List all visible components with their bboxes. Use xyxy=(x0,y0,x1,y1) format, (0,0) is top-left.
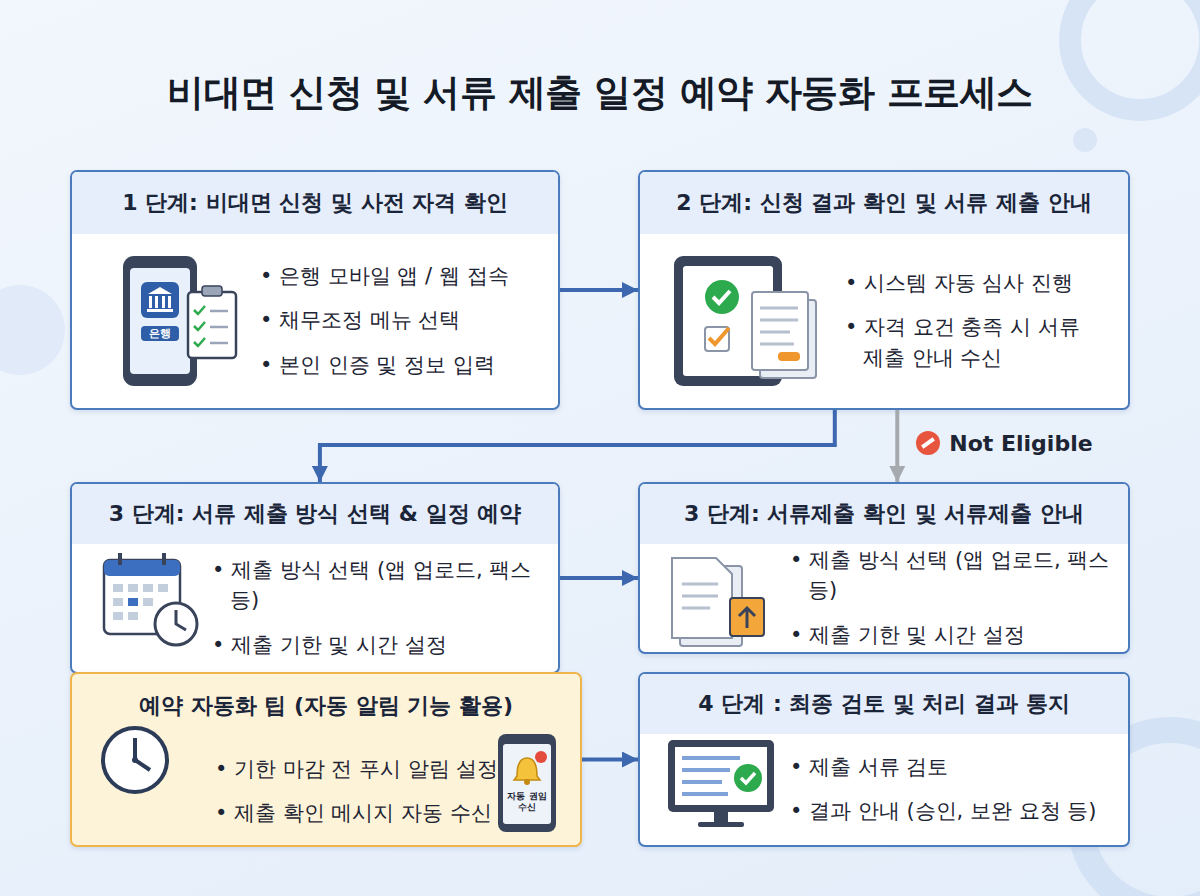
edge-label-text: Not Eligible xyxy=(949,431,1092,456)
document-icon xyxy=(672,558,764,646)
bullet-list: • 제출 서류 검토 • 결과 안내 (승인, 보완 요청 등) xyxy=(790,734,1125,844)
bullet-text: • 제출 기한 및 시간 설정 xyxy=(212,630,557,660)
decor-blob xyxy=(0,285,65,375)
tip-box: 예약 자동화 팁 (자동 알림 기능 활용)• 기한 마감 전 푸시 알림 설정… xyxy=(70,672,582,847)
bullet-text: • 제출 확인 메시지 자동 수신 xyxy=(215,798,555,828)
bullet-list: • 시스템 자동 심사 진행 • 자격 요건 충족 시 서류 제출 안내 수신 xyxy=(845,234,1115,407)
step-heading: 3 단계: 서류 제출 방식 선택 & 일정 예약 xyxy=(72,484,558,544)
decor-ring xyxy=(1070,0,1200,110)
step-heading: 1 단계: 비대면 신청 및 사전 자격 확인 xyxy=(72,172,558,234)
monitor-icon xyxy=(668,740,774,827)
bullet-list: • 기한 마감 전 푸시 알림 설정 • 제출 확인 메시지 자동 수신 xyxy=(215,738,555,844)
bullet-text: • 제출 방식 선택 (앱 업로드, 팩스 등) xyxy=(790,545,1125,606)
step-box: 3 단계: 서류 제출 방식 선택 & 일정 예약• 제출 방식 선택 (앱 업… xyxy=(70,482,560,674)
step-heading: 예약 자동화 팁 (자동 알림 기능 활용) xyxy=(72,674,580,738)
clipboard-icon xyxy=(188,286,236,358)
no-entry-icon xyxy=(915,430,941,456)
step-heading: 2 단계: 신청 결과 확인 및 서류 제출 안내 xyxy=(640,172,1128,234)
bullet-text: • 자격 요건 충족 시 서류 제출 안내 수신 xyxy=(845,312,1095,373)
tablet-icon xyxy=(674,256,816,386)
flow-arrow xyxy=(560,288,638,292)
step-box: 2 단계: 신청 결과 확인 및 서류 제출 안내• 시스템 자동 심사 진행•… xyxy=(638,170,1130,410)
bullet-text: • 결과 안내 (승인, 보완 요청 등) xyxy=(790,796,1125,826)
bullet-list: • 제출 방식 선택 (앱 업로드, 팩스 등) • 제출 기한 및 시간 설정 xyxy=(790,544,1125,651)
bullet-text: • 제출 기한 및 시간 설정 xyxy=(790,620,1125,650)
flow-arrow xyxy=(320,410,835,482)
step-box: 4 단계 : 최종 검토 및 처리 결과 통지 • 제출 서류 검토 • 결과 안내… xyxy=(638,672,1130,847)
calendar-icon xyxy=(104,553,197,645)
edge-label: Not Eligible xyxy=(915,430,1092,456)
bullet-text: • 본인 인증 및 정보 입력 xyxy=(260,350,550,380)
decor-dot xyxy=(1073,128,1097,152)
step-heading: 3 단계: 서류제출 확인 및 서류제출 안내 xyxy=(640,484,1128,544)
flow-arrow xyxy=(582,758,638,762)
step-heading: 4 단계 : 최종 검토 및 처리 결과 통지 xyxy=(640,674,1128,734)
phone-icon xyxy=(123,256,197,386)
bullet-text: • 기한 마감 전 푸시 알림 설정 xyxy=(215,754,555,784)
flow-arrow xyxy=(560,576,638,580)
flow-arrow xyxy=(895,410,899,482)
bullet-text: • 제출 방식 선택 (앱 업로드, 팩스 등) xyxy=(212,555,557,616)
bullet-list: • 제출 방식 선택 (앱 업로드, 팩스 등) • 제출 기한 및 시간 설정 xyxy=(212,544,557,671)
step-box: 1 단계: 비대면 신청 및 사전 자격 확인• 은행 모바일 앱 / 웹 접속… xyxy=(70,170,560,410)
bullet-text: • 시스템 자동 심사 진행 xyxy=(845,268,1115,298)
bullet-text: • 제출 서류 검토 xyxy=(790,752,1125,782)
diagram-title: 비대면 신청 및 서류 제출 일정 예약 자동화 프로세스 xyxy=(0,68,1200,118)
clock-icon xyxy=(103,728,167,792)
bullet-text: • 은행 모바일 앱 / 웹 접속 xyxy=(260,261,550,291)
phone-bell-icon xyxy=(498,734,556,832)
step-box: 3 단계: 서류제출 확인 및 서류제출 안내• 제출 방식 선택 (앱 업로드… xyxy=(638,482,1130,654)
bullet-list: • 은행 모바일 앱 / 웹 접속 • 채무조정 메뉴 선택 • 본인 인증 및 정… xyxy=(260,234,550,407)
bullet-text: • 채무조정 메뉴 선택 xyxy=(260,305,550,335)
